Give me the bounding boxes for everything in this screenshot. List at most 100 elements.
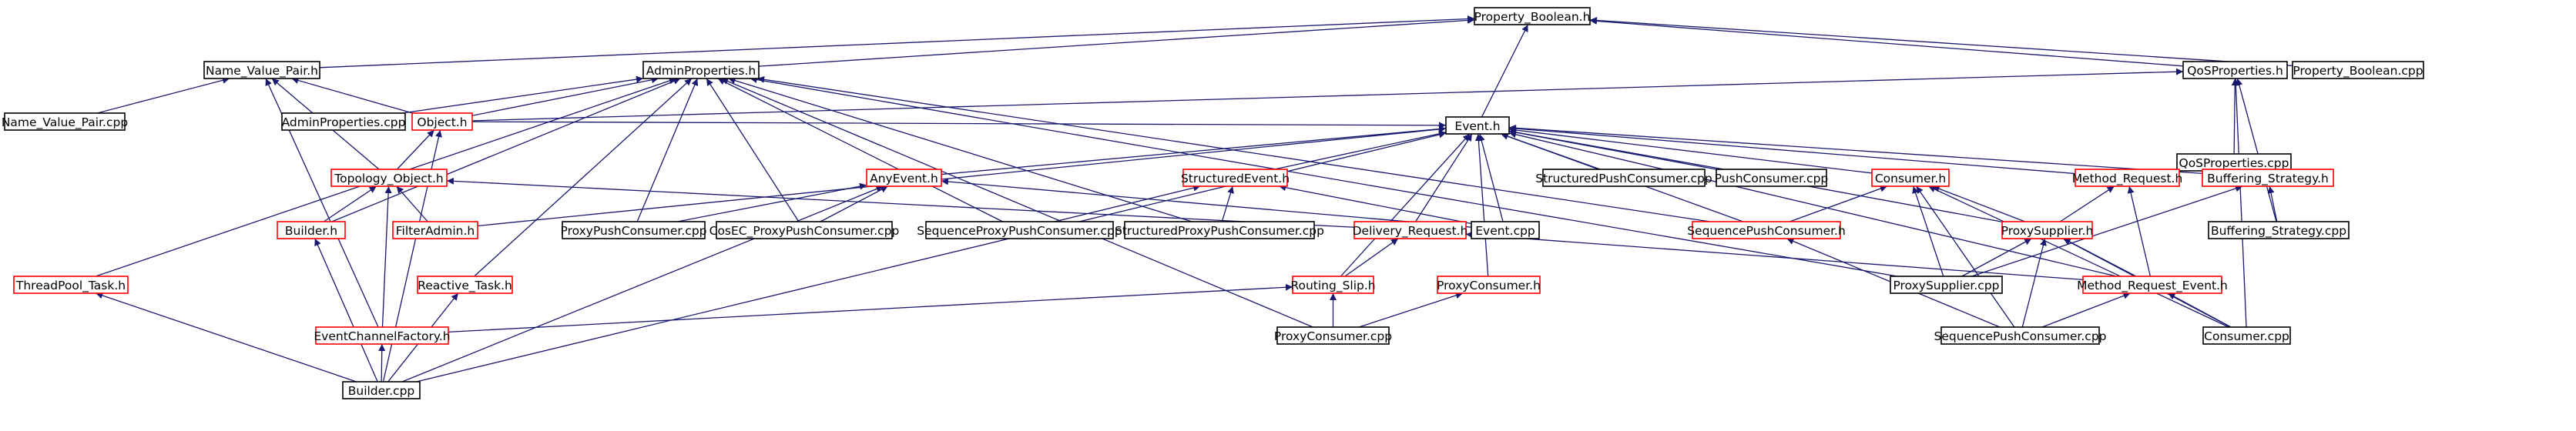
node-delivery_request_h[interactable]: Delivery_Request.h bbox=[1353, 221, 1468, 239]
node-label: AdminProperties.cpp bbox=[282, 115, 406, 129]
node-box bbox=[1471, 221, 1540, 239]
node-label: Name_Value_Pair.cpp bbox=[2, 115, 128, 130]
node-label: Builder.h bbox=[285, 224, 337, 238]
node-routing_slip_h[interactable]: Routing_Slip.h bbox=[1290, 276, 1376, 294]
node-qosproperties_h[interactable]: QoSProperties.h bbox=[2182, 61, 2288, 79]
edge-cosec_proxypushconsumer_cpp-to-adminproperties_h bbox=[706, 78, 800, 222]
node-structuredproxypushconsumer_cpp[interactable]: StructuredProxyPushConsumer.cpp bbox=[1115, 221, 1324, 239]
node-sequencepushconsumer_cpp[interactable]: SequencePushConsumer.cpp bbox=[1934, 326, 2107, 345]
node-consumer_h[interactable]: Consumer.h bbox=[1871, 169, 1950, 187]
node-box bbox=[562, 221, 706, 239]
node-label: Event.cpp bbox=[1475, 224, 1535, 238]
node-box bbox=[1445, 116, 1510, 135]
node-box bbox=[1890, 276, 2003, 294]
node-consumer_cpp[interactable]: Consumer.cpp bbox=[2202, 326, 2291, 345]
edge-sequenceproxypushconsumer_cpp-to-structuredevent_h bbox=[1054, 184, 1201, 222]
node-box bbox=[4, 112, 126, 131]
node-label: CosEC_ProxyPushConsumer.cpp bbox=[709, 224, 900, 239]
node-event_h[interactable]: Event.h bbox=[1445, 116, 1510, 135]
edge-routing_slip_h-to-delivery_request_h bbox=[1344, 238, 1399, 277]
edge-qosproperties_h-to-property_boolean_h bbox=[1589, 17, 2184, 67]
node-qosproperties_cpp[interactable]: QoSProperties.cpp bbox=[2176, 153, 2292, 172]
node-pushconsumer_cpp[interactable]: PushConsumer.cpp bbox=[1715, 169, 1829, 187]
node-label: Buffering_Strategy.cpp bbox=[2211, 224, 2346, 239]
node-structuredevent_h[interactable]: StructuredEvent.h bbox=[1181, 169, 1290, 187]
node-name_value_pair_cpp[interactable]: Name_Value_Pair.cpp bbox=[2, 112, 128, 131]
edge-proxysupplier_h-to-consumer_h bbox=[1932, 185, 2026, 222]
edge-eventchannelfactory_h-to-topology_object_h bbox=[381, 185, 392, 328]
node-box bbox=[1716, 169, 1827, 187]
edge-builder_cpp-to-builder_h bbox=[314, 238, 378, 383]
node-method_request_h[interactable]: Method_Request.h bbox=[2072, 169, 2183, 187]
node-builder_cpp[interactable]: Builder.cpp bbox=[342, 381, 421, 399]
node-box bbox=[1871, 169, 1950, 187]
node-label: Name_Value_Pair.h bbox=[206, 64, 318, 79]
edge-buffering_strategy_cpp-to-qosproperties_h bbox=[2236, 78, 2277, 222]
edge-proxypushconsumer_cpp-to-anyevent_h bbox=[677, 182, 867, 222]
node-anyevent_h[interactable]: AnyEvent.h bbox=[866, 169, 942, 187]
node-box bbox=[2292, 61, 2424, 79]
node-label: Property_Boolean.h bbox=[1474, 10, 1591, 25]
edge-structuredevent_h-to-event_h bbox=[1274, 130, 1447, 170]
node-box bbox=[2202, 326, 2291, 345]
node-label: PushConsumer.cpp bbox=[1715, 172, 1829, 185]
node-box bbox=[281, 112, 406, 131]
node-reactive_task_h[interactable]: Reactive_Task.h bbox=[417, 276, 513, 294]
node-cosec_proxypushconsumer_cpp[interactable]: CosEC_ProxyPushConsumer.cpp bbox=[709, 221, 900, 239]
node-label: Consumer.cpp bbox=[2204, 329, 2289, 343]
node-property_boolean_h: Property_Boolean.h bbox=[1474, 7, 1591, 25]
node-object_h[interactable]: Object.h bbox=[411, 112, 473, 131]
node-sequencepushconsumer_h[interactable]: SequencePushConsumer.h bbox=[1687, 221, 1846, 239]
node-structuredpushconsumer_cpp[interactable]: StructuredPushConsumer.cpp bbox=[1535, 169, 1712, 187]
node-adminproperties_cpp[interactable]: AdminProperties.cpp bbox=[281, 112, 406, 131]
node-label: Property_Boolean.cpp bbox=[2293, 64, 2423, 79]
node-name_value_pair_h[interactable]: Name_Value_Pair.h bbox=[203, 61, 320, 79]
node-label: Buffering_Strategy.h bbox=[2207, 172, 2329, 186]
node-proxysupplier_h[interactable]: ProxySupplier.h bbox=[2001, 221, 2094, 239]
node-label: SequencePushConsumer.cpp bbox=[1934, 329, 2107, 343]
node-label: SequenceProxyPushConsumer.cpp bbox=[917, 224, 1122, 238]
node-label: StructuredEvent.h bbox=[1181, 172, 1290, 185]
node-sequenceproxypushconsumer_cpp[interactable]: SequenceProxyPushConsumer.cpp bbox=[917, 221, 1122, 239]
node-topology_object_h[interactable]: Topology_Object.h bbox=[330, 169, 448, 187]
node-box bbox=[330, 169, 448, 187]
node-threadpool_task_h[interactable]: ThreadPool_Task.h bbox=[13, 276, 129, 294]
edge-sequencepushconsumer_cpp-to-consumer_h bbox=[1916, 185, 2015, 328]
node-filteradmin_h[interactable]: FilterAdmin.h bbox=[392, 221, 478, 239]
node-builder_h[interactable]: Builder.h bbox=[277, 221, 346, 239]
edge-cosec_proxypushconsumer_cpp-to-anyevent_h bbox=[820, 185, 888, 222]
node-label: FilterAdmin.h bbox=[396, 224, 475, 238]
node-label: ProxyConsumer.cpp bbox=[1274, 329, 1392, 343]
edge-method_request_event_h-to-method_request_h bbox=[2127, 185, 2152, 277]
node-box bbox=[417, 276, 513, 294]
node-box bbox=[2082, 276, 2222, 294]
node-buffering_strategy_cpp[interactable]: Buffering_Strategy.cpp bbox=[2208, 221, 2350, 239]
edge-object_h-to-adminproperties_h bbox=[471, 76, 659, 116]
edge-proxysupplier_cpp-to-adminproperties_h bbox=[750, 76, 1897, 277]
node-property_boolean_cpp[interactable]: Property_Boolean.cpp bbox=[2292, 61, 2424, 79]
node-event_cpp[interactable]: Event.cpp bbox=[1471, 221, 1540, 239]
edge-adminproperties_h-to-property_boolean_h bbox=[758, 16, 1475, 67]
node-adminproperties_h[interactable]: AdminProperties.h bbox=[642, 61, 760, 79]
node-label: StructuredPushConsumer.cpp bbox=[1535, 172, 1712, 185]
edge-delivery_request_h-to-topology_object_h bbox=[446, 177, 1355, 228]
node-buffering_strategy_h[interactable]: Buffering_Strategy.h bbox=[2202, 169, 2334, 187]
edge-anyevent_h-to-event_h bbox=[941, 125, 1447, 175]
node-box bbox=[2001, 221, 2093, 239]
node-box bbox=[1276, 326, 1390, 345]
node-proxyconsumer_h[interactable]: ProxyConsumer.h bbox=[1437, 276, 1541, 294]
node-method_request_event_h[interactable]: Method_Request_Event.h bbox=[2077, 276, 2228, 294]
node-proxysupplier_cpp[interactable]: ProxySupplier.cpp bbox=[1890, 276, 2003, 294]
node-label: Routing_Slip.h bbox=[1290, 279, 1375, 293]
node-box bbox=[1437, 276, 1541, 294]
node-eventchannelfactory_h[interactable]: EventChannelFactory.h bbox=[314, 326, 451, 345]
node-proxyconsumer_cpp[interactable]: ProxyConsumer.cpp bbox=[1274, 326, 1392, 345]
edge-name_value_pair_h-to-property_boolean_h bbox=[319, 15, 1475, 68]
node-box bbox=[1353, 221, 1467, 239]
node-box bbox=[2208, 221, 2350, 239]
node-proxypushconsumer_cpp[interactable]: ProxyPushConsumer.cpp bbox=[561, 221, 707, 239]
edge-method_request_event_h-to-event_h bbox=[1508, 131, 2117, 277]
node-label: Reactive_Task.h bbox=[418, 279, 512, 293]
edge-method_request_event_h-to-delivery_request_h bbox=[1465, 231, 2084, 281]
